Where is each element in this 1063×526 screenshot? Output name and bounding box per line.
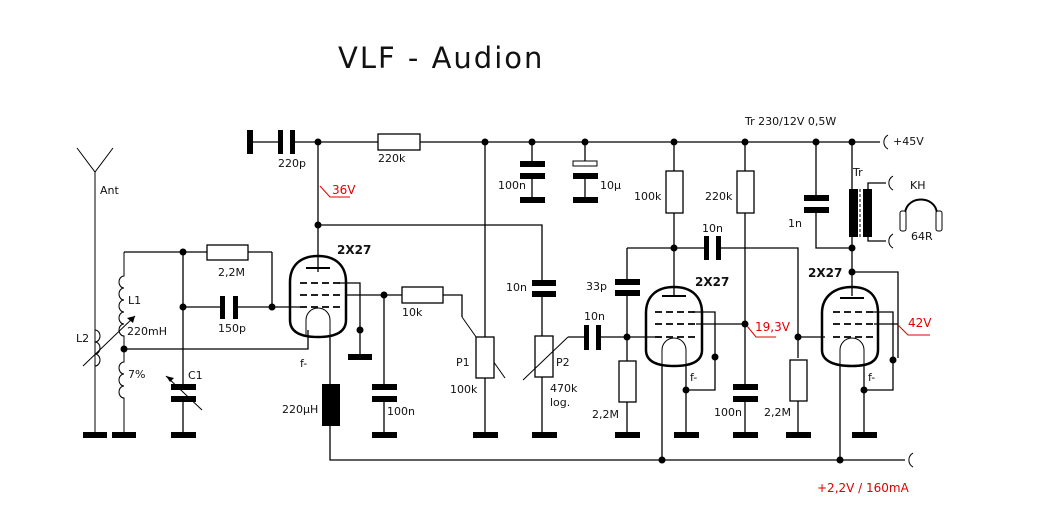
ground-icon [372,432,397,438]
p2-taper: log. [550,396,570,409]
capacitor-10n-b [584,325,589,350]
c-10n-c-label: 10n [702,222,723,235]
c-1n-label: 1n [788,217,802,230]
p2-label: P2 [556,356,570,369]
ground-icon [83,432,107,438]
grid-res-label: 2,2M [218,266,245,279]
decouple1-label: 100n [387,405,415,418]
choke-label: 220µH [282,403,318,416]
inductor-l2 [94,329,101,367]
inductor-l1 [118,252,125,432]
supply-filament-label: +2,2V / 160mA [817,481,910,495]
filament3-label: f- [868,371,875,384]
headphones-label: KH [910,179,926,192]
supply-jack-icon [908,452,914,468]
ground-icon [674,432,699,438]
c-100n-b-label: 100n [714,406,742,419]
resistor-2m2-c [789,359,808,402]
tube3-label: 2X27 [808,266,842,280]
capacitor-33p [615,279,640,285]
jack-icon [888,233,894,249]
jack-icon [888,175,894,191]
transformer-label: Tr [852,166,863,179]
capacitor-220p [278,130,283,154]
v3-screen-voltage: 42V [908,316,932,330]
headphones-icon [899,198,943,232]
choke-220uh [322,384,340,426]
ground-icon [112,432,136,438]
p1-value: 100k [450,383,478,396]
potentiometer-p1 [475,336,495,379]
r-2m2-c-label: 2,2M [764,406,791,419]
wiper-arrow-icon [522,336,569,381]
transformer-tr [849,189,872,237]
resistor-100k [665,170,684,214]
capacitor-10n-a [532,280,556,286]
resistor-220k [377,133,421,151]
ground-icon [733,432,758,438]
potentiometer-p2 [534,335,554,378]
p2-value: 470k [550,382,578,395]
tube-v1 [288,254,348,339]
p1-label: P1 [456,356,470,369]
capacitor-100n-a [372,384,397,390]
variable-arrow-icon [82,315,136,367]
terminal-icon [247,130,253,154]
supply-hv-label: +45V [893,135,924,148]
ground-icon [852,432,877,438]
resistor-2m2-b [618,360,637,403]
c1-label: C1 [188,369,203,382]
transformer-spec: Tr 230/12V 0,5W [744,115,836,128]
tube-v2 [644,285,704,368]
tube1-label: 2X27 [337,243,371,257]
tap-label: 7% [128,368,145,381]
c-10n-a-label: 10n [506,281,527,294]
schematic-title: VLF - Audion [338,41,544,75]
r-100k-label: 100k [634,190,662,203]
capacitor-100n-b [733,384,758,390]
v1-plate-voltage: 36V [332,183,356,197]
v2-screen-voltage: 19,3V [755,320,791,334]
capacitor-1n [804,195,829,201]
ground-icon [473,432,498,438]
variable-arrow-icon [165,375,203,411]
ground-icon [786,432,811,438]
grid-cap-label: 150p [218,322,246,335]
capacitor-10n-c [704,236,709,260]
filament1-label: f- [300,357,307,370]
r-top-label: 220k [378,152,406,165]
c-100n-top-label: 100n [498,179,526,192]
resistor-2m2 [206,244,249,261]
antenna-icon [76,147,114,432]
ground-icon [171,432,196,438]
ground-icon [532,432,557,438]
r-220k-b-label: 220k [705,190,733,203]
ground-icon [348,354,372,360]
r-2m2-b-label: 2,2M [592,408,619,421]
capacitor-150p [220,296,225,319]
filament2-label: f- [690,371,697,384]
supply-jack-icon [883,134,889,150]
headphones-impedance: 64R [911,230,933,243]
capacitor-10u [572,160,598,167]
tube2-label: 2X27 [695,275,729,289]
c-in-label: 220p [278,157,306,170]
c-33p-label: 33p [586,280,607,293]
c-10n-b-label: 10n [584,310,605,323]
resistor-220k-b [736,170,755,214]
tube-v3 [820,285,880,368]
ground-icon [615,432,640,438]
antenna-label: Ant [100,184,119,197]
l1-value: 220mH [127,325,167,338]
resistor-10k [401,286,444,304]
capacitor-100n-top [520,161,545,167]
capacitor-c1 [171,384,196,390]
r-10k-label: 10k [402,306,423,319]
l1-label: L1 [128,294,141,307]
c-10u-label: 10µ [600,179,621,192]
l2-label: L2 [76,332,89,345]
